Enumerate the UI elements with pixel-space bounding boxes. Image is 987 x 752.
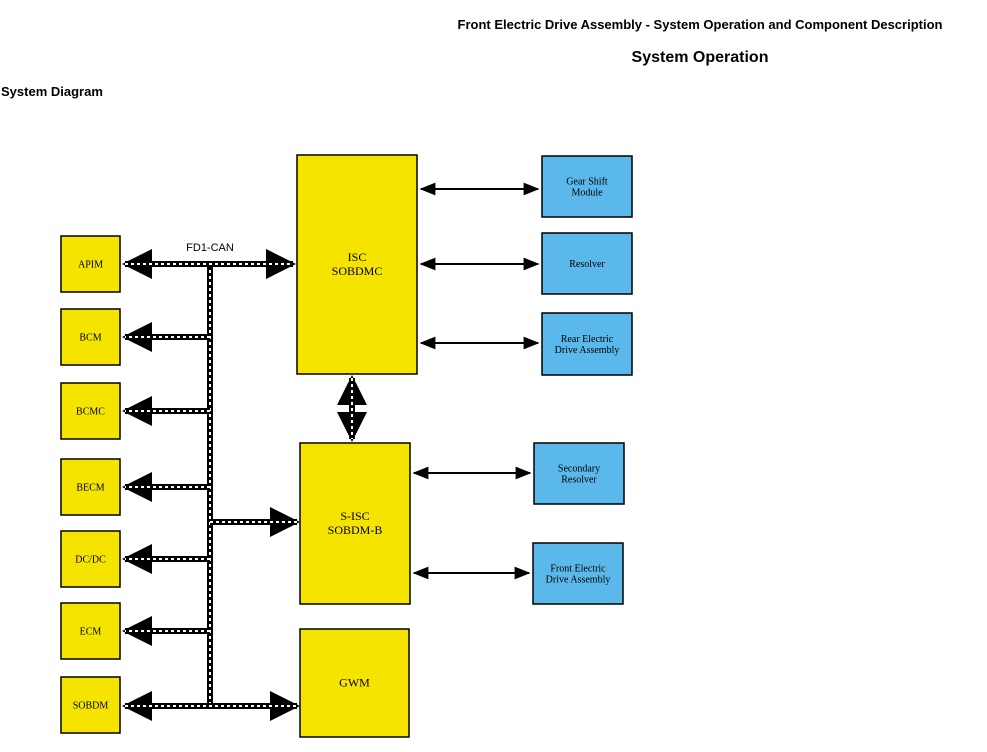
connection-lines: FD1-CAN <box>122 182 540 721</box>
isc-module-box-label: ISC <box>348 250 367 264</box>
sisc-module-box-label: SOBDM-B <box>328 523 383 537</box>
secondary-resolver-box-label: Secondary <box>558 464 600 475</box>
gear-shift-module-box-label: Module <box>571 188 603 199</box>
resolver-box: Resolver <box>541 232 633 295</box>
sobdm-module-box-label: SOBDM <box>73 701 109 712</box>
resolver-box-label: Resolver <box>569 259 605 270</box>
apim-module-box: APIM <box>60 235 121 293</box>
gwm-module-box-label: GWM <box>339 676 370 690</box>
section-title: System Operation <box>631 49 769 66</box>
apim-module-box-label: APIM <box>78 260 103 271</box>
bcmc-module-box: BCMC <box>60 382 121 440</box>
sobdm-module-box: SOBDM <box>60 676 121 734</box>
becm-module-box-label: BECM <box>76 483 104 494</box>
secondary-resolver-box-label: Resolver <box>561 475 597 486</box>
front-edu-box-label: Front Electric <box>550 564 606 575</box>
ecm-module-box-label: ECM <box>80 627 102 638</box>
dcdc-module-box: DC/DC <box>60 530 121 588</box>
becm-module-box: BECM <box>60 458 121 516</box>
can-bus-label: FD1-CAN <box>186 242 234 254</box>
isc-module-box-label: SOBDMC <box>332 264 383 278</box>
subsection-title: System Diagram <box>1 84 103 99</box>
gwm-module-box: GWM <box>299 628 410 738</box>
ecm-module-box: ECM <box>60 602 121 660</box>
bcmc-module-box-label: BCMC <box>76 407 105 418</box>
gear-shift-module-box-label: Gear Shift <box>566 177 608 188</box>
bcm-module-box: BCM <box>60 308 121 366</box>
rear-edu-box-label: Rear Electric <box>561 334 614 345</box>
bcm-module-box-label: BCM <box>79 333 101 344</box>
document-title: Front Electric Drive Assembly - System O… <box>457 17 943 32</box>
rear-edu-box-label: Drive Assembly <box>555 345 620 356</box>
front-edu-box-label: Drive Assembly <box>546 575 611 586</box>
sisc-module-box-label: S-ISC <box>340 509 369 523</box>
dcdc-module-box-label: DC/DC <box>75 555 106 566</box>
